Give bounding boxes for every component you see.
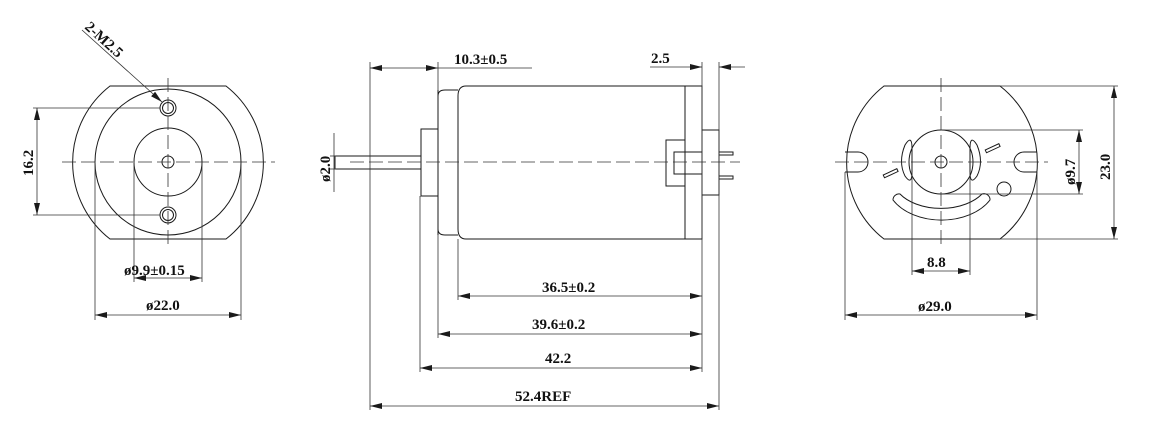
terminal-spacing-dim: 8.8 — [927, 255, 946, 271]
hole-spacing-dim: 16.2 — [21, 150, 37, 176]
shaft-diameter-dim: ø2.0 — [318, 156, 334, 182]
terminal-bottom — [718, 175, 734, 180]
boss-length-dim: 10.3±0.5 — [454, 52, 507, 68]
motor-can — [457, 85, 703, 240]
flat-height-dim: 23.0 — [1098, 154, 1114, 180]
rear-cap — [701, 129, 720, 196]
can-diameter-dim: ø29.0 — [918, 299, 952, 315]
vent-hole — [996, 181, 1012, 197]
body-length-dim: 39.6±0.2 — [532, 317, 585, 333]
shaft — [334, 155, 422, 170]
rear-bushing — [665, 139, 686, 187]
terminal-length-dim: 2.5 — [651, 51, 670, 67]
bearing-diameter-dim: ø9.7 — [1063, 158, 1079, 185]
front-boss — [420, 128, 439, 197]
thread-label: 2-M2.5 — [81, 19, 125, 61]
arc-slot — [892, 193, 991, 221]
can-length-dim: 36.5±0.2 — [542, 280, 595, 296]
front-outline — [72, 85, 264, 240]
rear-outline — [846, 85, 1038, 240]
side-view: ø2.0 10.3±0.5 2.5 36.5±0.2 39.6±0.2 42.2… — [318, 51, 745, 410]
terminal-top — [718, 151, 734, 156]
boss-diameter-dim: ø9.9±0.15 — [124, 263, 185, 279]
body-with-boss-dim: 42.2 — [545, 351, 571, 367]
overall-length-dim: 52.4REF — [515, 389, 571, 405]
rear-view: ø9.7 23.0 8.8 ø29.0 — [835, 78, 1118, 320]
front-view: 2-M2.5 16.2 ø9.9±0.15 ø22.0 — [21, 19, 275, 320]
body-diameter-dim: ø22.0 — [146, 298, 180, 314]
